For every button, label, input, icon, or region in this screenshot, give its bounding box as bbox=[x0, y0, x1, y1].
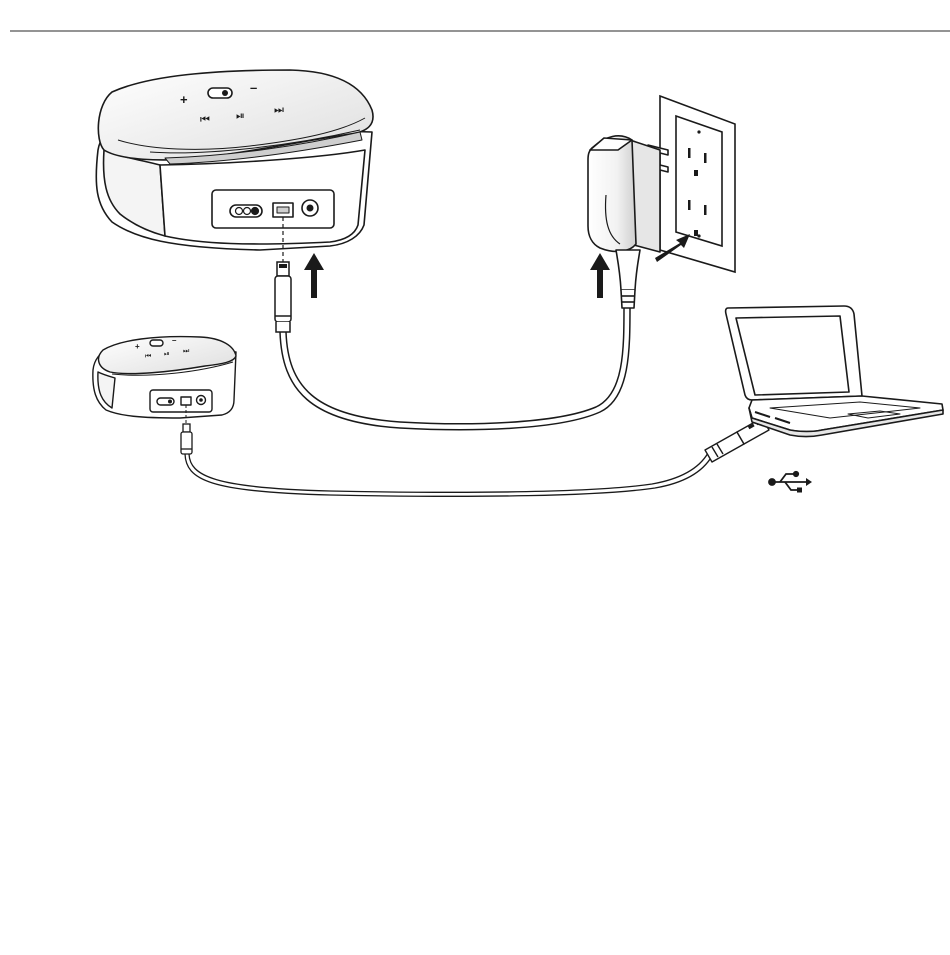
micro-usb-port-icon bbox=[181, 397, 191, 405]
insert-arrow-icon bbox=[304, 253, 324, 298]
prev-track-label: ⏮ bbox=[200, 114, 210, 126]
micro-usb-plug-large bbox=[275, 262, 291, 332]
volume-up-label: + bbox=[135, 342, 140, 351]
insert-arrow-icon bbox=[590, 253, 610, 298]
volume-down-label: – bbox=[250, 80, 257, 95]
volume-down-label: – bbox=[172, 336, 177, 345]
play-pause-label: ⏯ bbox=[164, 351, 170, 358]
power-switch-icon bbox=[150, 340, 163, 346]
laptop bbox=[726, 306, 943, 437]
volume-up-label: + bbox=[180, 92, 188, 107]
power-switch-icon bbox=[208, 88, 232, 98]
next-track-label: ⏭ bbox=[183, 348, 190, 355]
micro-usb-plug-small bbox=[181, 424, 192, 454]
cable-adapter bbox=[280, 305, 630, 430]
speaker-small: + – ⏮ ⏯ ⏭ bbox=[93, 336, 236, 418]
usb-symbol-icon bbox=[769, 472, 812, 493]
prev-track-label: ⏮ bbox=[145, 353, 151, 360]
cable-usb bbox=[185, 454, 712, 496]
play-pause-label: ⏯ bbox=[236, 110, 245, 122]
next-track-label: ⏭ bbox=[274, 104, 284, 116]
wall-outlet bbox=[660, 96, 735, 272]
speaker-large: + – ⏮ ⏯ ⏭ bbox=[96, 70, 373, 250]
